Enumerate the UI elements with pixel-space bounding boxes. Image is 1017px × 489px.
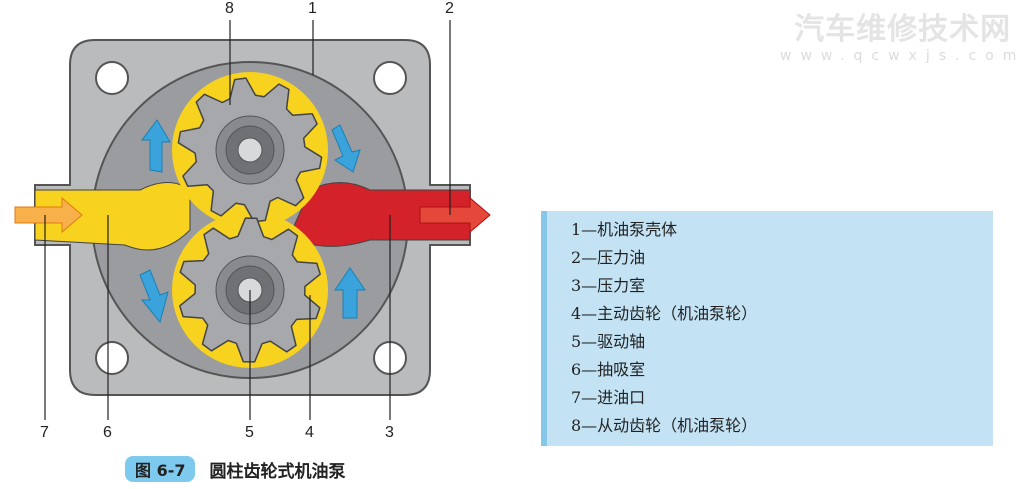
- callout-7: 7: [40, 424, 49, 441]
- legend-item: 5—驱动轴: [571, 332, 646, 351]
- callout-8: 8: [225, 0, 234, 17]
- callout-6: 6: [103, 424, 112, 441]
- callout-5: 5: [245, 424, 254, 441]
- watermark: 汽车维修技术网 www.qcwxjs.com: [780, 4, 1017, 64]
- legend-item: 4—主动齿轮（机油泵轮）: [571, 304, 758, 323]
- gear-hub: [237, 137, 263, 163]
- callout-4: 4: [305, 424, 314, 441]
- figure-number: 图 6-7: [125, 456, 196, 482]
- flow-arrow-icon: [141, 119, 171, 173]
- legend-item: 7—进油口: [571, 388, 646, 407]
- flow-arrow-icon: [331, 124, 361, 173]
- outlet-arrow: [419, 196, 491, 234]
- figure-caption: 图 6-7 圆柱齿轮式机油泵: [125, 456, 345, 482]
- watermark-title: 汽车维修技术网: [794, 12, 1012, 47]
- callout-3: 3: [385, 424, 394, 441]
- legend-item: 1—机油泵壳体: [571, 220, 678, 239]
- legend-item: 2—压力油: [571, 248, 646, 267]
- legend-item: 3—压力室: [571, 276, 646, 295]
- legend-box: 1—机油泵壳体 2—压力油 3—压力室 4—主动齿轮（机油泵轮） 5—驱动轴 6…: [541, 211, 993, 446]
- suction-chamber: [34, 182, 191, 251]
- watermark-url: www.qcwxjs.com: [780, 48, 1017, 64]
- flow-arrow-icon: [139, 269, 169, 324]
- callout-1: 1: [308, 0, 317, 17]
- callout-2: 2: [445, 0, 454, 17]
- gear-pump-diagram: [14, 20, 491, 420]
- legend-item: 8—从动齿轮（机油泵轮）: [571, 416, 758, 435]
- inlet-arrow: [14, 196, 83, 234]
- figure-title: 圆柱齿轮式机油泵: [209, 461, 346, 482]
- leader-lines: [44, 20, 451, 420]
- legend-item: 6—抽吸室: [571, 360, 646, 379]
- flow-arrow-icon: [334, 267, 366, 319]
